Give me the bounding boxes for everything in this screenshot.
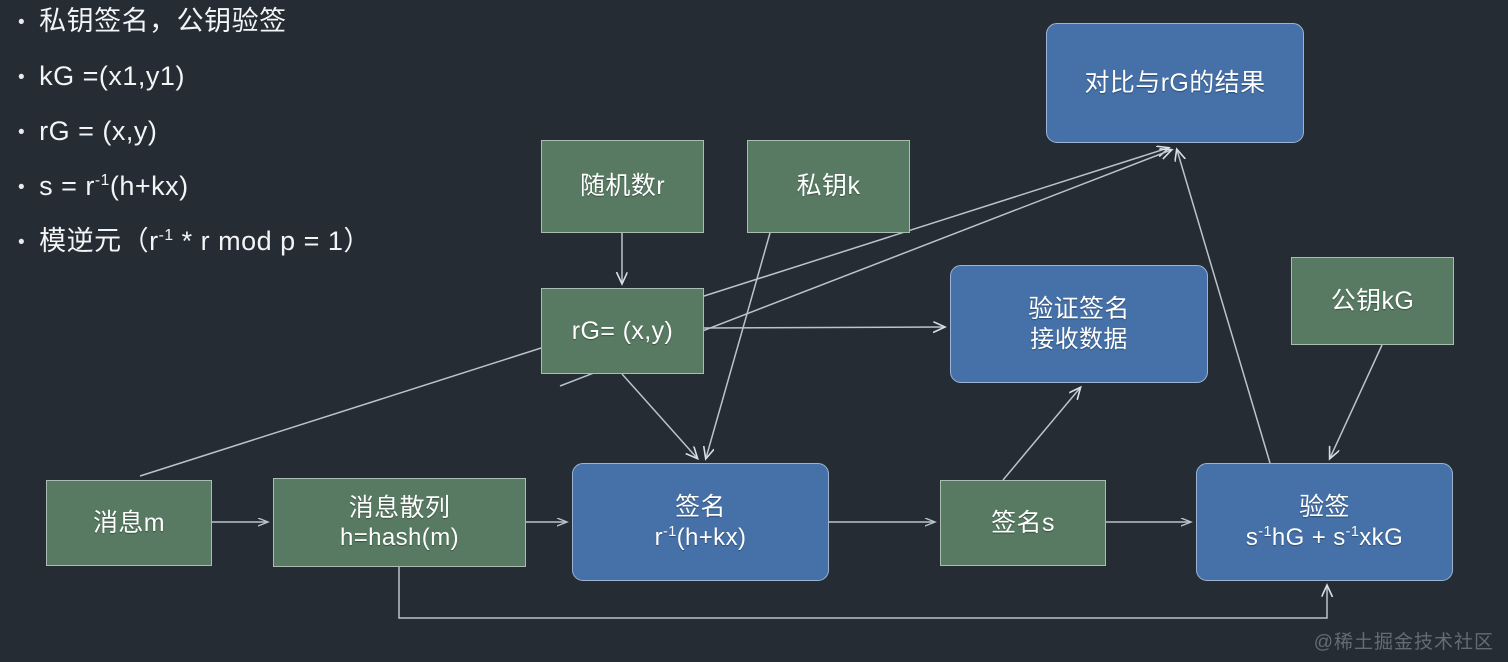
- node-label: 随机数r: [580, 172, 665, 201]
- node-verify-receive[interactable]: 验证签名接收数据: [950, 265, 1208, 383]
- node-message-m[interactable]: 消息m: [46, 480, 212, 566]
- node-label: 消息m: [92, 508, 166, 537]
- bullet-item: • 模逆元（r-1 * r mod p = 1）: [18, 228, 518, 255]
- bullet-label: 模逆元（r-1 * r mod p = 1）: [39, 226, 371, 256]
- bullet-dot-icon: •: [18, 177, 26, 198]
- bullet-item: • kG =(x1,y1): [18, 63, 518, 90]
- node-sublabel: h=hash(m): [340, 524, 459, 552]
- bullet-label: kG =(x1,y1): [39, 61, 185, 91]
- node-public-key[interactable]: 公钥kG: [1291, 257, 1454, 345]
- node-label: 私钥k: [796, 172, 861, 201]
- wire-rg-to-verify-receive: [703, 327, 944, 328]
- bullet-dot-icon: •: [18, 12, 26, 33]
- bullet-label: s = r-1(h+kx): [39, 171, 189, 201]
- bullet-dot-icon: •: [18, 122, 26, 143]
- wire-hash-to-verify-sign: [398, 567, 1327, 619]
- bullet-item: • rG = (x,y): [18, 118, 518, 145]
- bullet-list: • 私钥签名，公钥验签 • kG =(x1,y1) • rG = (x,y) • s = r-…: [18, 8, 518, 283]
- node-private-key[interactable]: 私钥k: [747, 140, 910, 233]
- bullet-label: rG = (x,y): [39, 116, 158, 146]
- bullet-label: 私钥签名，公钥验签: [39, 6, 287, 36]
- node-compare-rg[interactable]: 对比与rG的结果: [1046, 23, 1304, 143]
- node-sublabel: r-1(h+kx): [654, 523, 747, 551]
- node-label: 验证签名接收数据: [1028, 295, 1130, 353]
- wire-rg-to-sign: [621, 373, 697, 458]
- bullet-item: • s = r-1(h+kx): [18, 173, 518, 200]
- node-sublabel: 接收数据: [1030, 325, 1128, 353]
- node-label: 签名s: [991, 508, 1055, 537]
- node-sublabel: s-1hG + s-1xkG: [1245, 523, 1404, 551]
- wire-signature-s-to-verify-receive: [1002, 388, 1080, 481]
- node-label: 对比与rG的结果: [1084, 68, 1266, 97]
- wire-public-key-to-verify-sign: [1330, 344, 1383, 458]
- node-signature-s[interactable]: 签名s: [940, 480, 1106, 566]
- bullet-dot-icon: •: [18, 232, 26, 253]
- node-label: rG= (x,y): [571, 316, 674, 345]
- bullet-item: • 私钥签名，公钥验签: [18, 8, 518, 35]
- watermark: @稀土掘金技术社区: [1313, 632, 1494, 653]
- node-random-r[interactable]: 随机数r: [541, 140, 704, 233]
- node-label: 公钥kG: [1330, 286, 1415, 315]
- wire-private-key-to-sign: [706, 232, 771, 458]
- bullet-dot-icon: •: [18, 67, 26, 88]
- node-rg-point[interactable]: rG= (x,y): [541, 288, 704, 374]
